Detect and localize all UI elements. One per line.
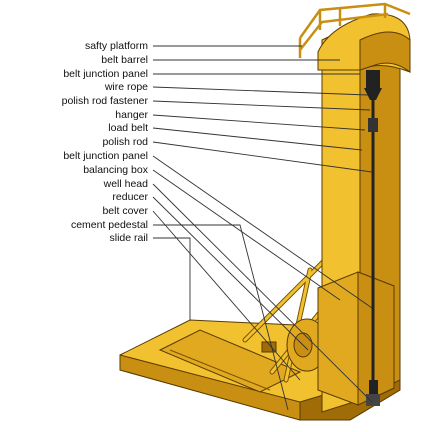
label-belt-junction-panel-top: belt junction panel	[63, 68, 148, 80]
label-hanger: hanger	[115, 109, 148, 121]
label-belt-barrel: belt barrel	[101, 54, 148, 66]
balancing-box-shape	[317, 271, 395, 406]
label-belt-junction-panel-bottom: belt junction panel	[63, 150, 148, 162]
label-slide-rail: slide rail	[109, 232, 148, 244]
label-balancing-box: balancing box	[83, 164, 148, 176]
label-polish-rod: polish rod	[102, 136, 148, 148]
label-safty-platform: safty platform	[84, 40, 148, 52]
belt-barrel-shape	[317, 13, 411, 74]
slide-rail-shape	[158, 329, 302, 393]
label-load-belt: load belt	[108, 122, 148, 134]
leader-lines	[152, 45, 373, 411]
label-belt-cover: belt cover	[102, 205, 148, 217]
label-wire-rope: wire rope	[104, 81, 148, 93]
label-reducer: reducer	[112, 191, 148, 203]
label-polish-rod-fastener: polish rod fastener	[61, 95, 148, 107]
load-belt-shape	[364, 70, 382, 406]
safety-railing	[298, 2, 411, 58]
label-well-head: well head	[103, 178, 148, 190]
label-cement-pedestal: cement pedestal	[70, 219, 148, 231]
